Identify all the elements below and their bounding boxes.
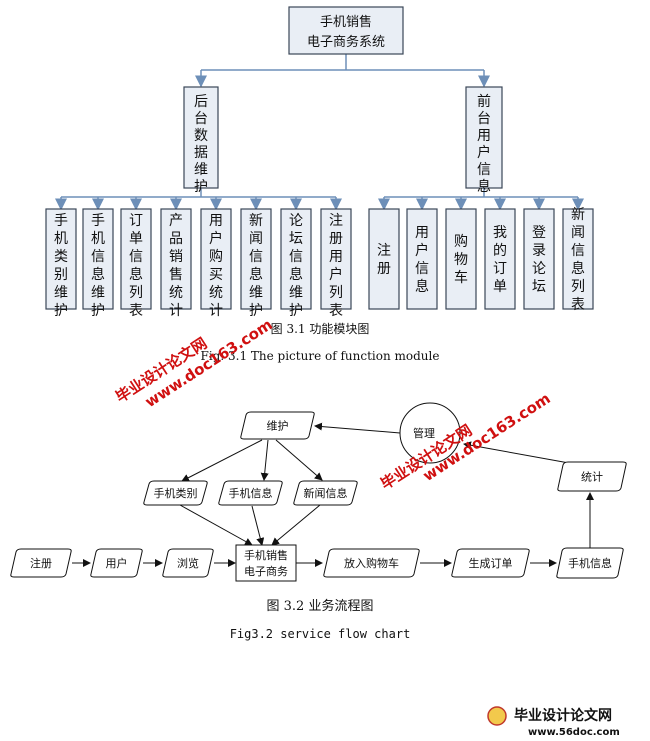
left-branch-label: 后台数据维护	[194, 94, 208, 195]
fig2-caption-en: Fig3.2 service flow chart	[230, 627, 411, 641]
flow-node-xinxi: 手机信息	[218, 480, 283, 506]
left-branch-node: 后台数据维护	[183, 86, 219, 195]
leaf-label: 注册	[377, 243, 391, 277]
center-line-1: 手机销售	[244, 548, 288, 562]
right-leaf-nodes: 注册 用户信息 购物车 我的订单 登录论坛 新闻信息列表	[368, 207, 594, 313]
flow-node-gouwuche: 放入购物车	[323, 548, 420, 578]
function-module-diagram: 手机销售 电子商务系统 后台数据维护 前台用户信息 手机类别维护 手机信息维护 订单…	[45, 6, 594, 363]
leaf-label: 登录论坛	[532, 225, 546, 295]
leaf-label: 购物车	[454, 234, 468, 286]
flow-node-label: 维护	[267, 419, 289, 433]
root-line-2: 电子商务系统	[307, 34, 385, 50]
flow-node-tongji: 统计	[557, 461, 627, 492]
leaf-node: 我的订单	[484, 208, 516, 310]
flow-arrows	[72, 422, 594, 567]
footer-url: www.56doc.com	[528, 727, 620, 738]
flow-node-dingdan: 生成订单	[451, 548, 530, 578]
leaf-node: 注册用户列表	[320, 208, 352, 319]
footer-logo-icon	[487, 706, 507, 726]
leaf-label: 产品销售统计	[169, 213, 183, 319]
leaf-node: 订单信息列表	[120, 208, 152, 319]
leaf-node: 论坛信息维护	[280, 208, 312, 319]
leaf-node: 购物车	[445, 208, 477, 310]
center-line-2: 电子商务	[244, 564, 288, 578]
flow-node-label: 统计	[581, 471, 603, 484]
service-flow-diagram: 维护统计手机类别手机信息新闻信息注册用户浏览放入购物车生成订单手机信息 管理 手…	[10, 402, 627, 641]
leaf-label: 手机信息维护	[91, 213, 105, 319]
leaf-label: 用户购买统计	[209, 213, 223, 319]
right-branch-node: 前台用户信息	[465, 86, 503, 195]
leaf-label: 用户信息	[415, 225, 429, 295]
leaf-label: 论坛信息维护	[289, 213, 303, 319]
flow-node-liulan: 浏览	[162, 548, 214, 578]
fig1-caption-cn: 图 3.1 功能模块图	[271, 322, 370, 336]
fig1-caption-en: Fig. 3.1 The picture of function module	[201, 349, 440, 363]
leaf-label: 手机类别维护	[54, 213, 68, 319]
leaf-node: 用户购买统计	[200, 208, 232, 319]
flow-node-label: 手机类别	[154, 486, 198, 500]
footer-logo: 毕业设计论文网 www.56doc.com	[487, 706, 620, 738]
leaf-label: 新闻信息列表	[571, 207, 585, 313]
right-branch-label: 前台用户信息	[477, 93, 491, 195]
flow-node-zhuce: 注册	[10, 548, 72, 578]
flow-node-label: 放入购物车	[344, 556, 399, 570]
root-line-1: 手机销售	[320, 14, 372, 30]
tree-connectors	[55, 54, 584, 211]
left-leaf-nodes: 手机类别维护 手机信息维护 订单信息列表 产品销售统计 用户购买统计 新闻信息维护 论坛信息…	[45, 208, 352, 319]
flow-nodes: 维护统计手机类别手机信息新闻信息注册用户浏览放入购物车生成订单手机信息	[10, 411, 627, 579]
watermarks: 毕业设计论文网 www.doc163.com 毕业设计论文网 www.doc16…	[112, 315, 620, 738]
flow-node-label: 注册	[30, 556, 52, 570]
leaf-label: 我的订单	[493, 225, 507, 295]
leaf-node: 手机类别维护	[45, 208, 77, 319]
leaf-node: 手机信息维护	[82, 208, 114, 319]
flow-node-shoujixinxi: 手机信息	[556, 547, 624, 579]
flow-node-xinwen: 新闻信息	[293, 480, 358, 506]
footer-site: 毕业设计论文网	[514, 707, 612, 724]
leaf-node: 新闻信息列表	[562, 207, 594, 313]
leaf-label: 订单信息列表	[129, 213, 143, 319]
flow-node-weihu: 维护	[240, 411, 315, 440]
flow-node-leibie: 手机类别	[143, 480, 208, 506]
root-node: 手机销售 电子商务系统	[288, 6, 404, 55]
flow-node-yonghu: 用户	[90, 548, 143, 578]
flow-node-label: 新闻信息	[304, 486, 348, 500]
manage-label: 管理	[413, 426, 435, 440]
leaf-node: 注册	[368, 208, 400, 310]
fig2-caption-cn: 图 3.2 业务流程图	[267, 598, 374, 614]
manage-node: 管理	[399, 402, 461, 464]
flow-node-label: 手机信息	[568, 556, 612, 570]
leaf-label: 新闻信息维护	[249, 213, 263, 319]
leaf-node: 登录论坛	[523, 208, 555, 310]
leaf-label: 注册用户列表	[329, 213, 343, 319]
leaf-node: 新闻信息维护	[240, 208, 272, 319]
flow-node-label: 用户	[106, 556, 128, 570]
flow-node-label: 浏览	[177, 556, 199, 570]
leaf-node: 用户信息	[406, 208, 438, 310]
flow-node-label: 生成订单	[469, 556, 513, 570]
center-node: 手机销售 电子商务	[235, 544, 297, 582]
flow-node-label: 手机信息	[229, 486, 273, 500]
leaf-node: 产品销售统计	[160, 208, 192, 319]
